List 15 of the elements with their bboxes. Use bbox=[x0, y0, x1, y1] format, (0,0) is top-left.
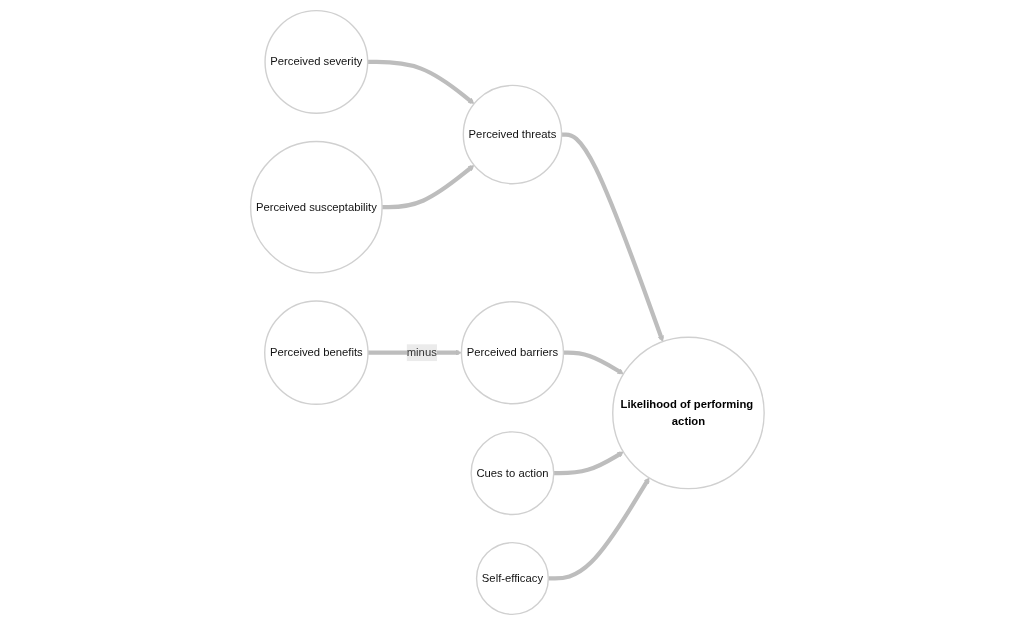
arrow bbox=[561, 132, 664, 342]
arrow bbox=[547, 477, 650, 581]
arrow bbox=[563, 350, 624, 375]
arrow bbox=[367, 59, 474, 105]
arrow bbox=[553, 451, 624, 476]
node-circle: Perceived susceptability bbox=[249, 140, 383, 274]
edge-label: minus bbox=[406, 346, 437, 359]
node-circle: Perceived threats bbox=[462, 84, 562, 185]
arrow bbox=[381, 164, 474, 210]
node-circle: Perceived severity bbox=[263, 9, 368, 114]
node-circle: Cues to action bbox=[470, 431, 555, 516]
node-circle: Likelihood of performing action bbox=[611, 336, 765, 490]
node-circle: Perceived barriers bbox=[460, 300, 564, 405]
node-circle: Perceived benefits bbox=[263, 300, 369, 406]
node-circle: Self-efficacy bbox=[475, 541, 549, 616]
